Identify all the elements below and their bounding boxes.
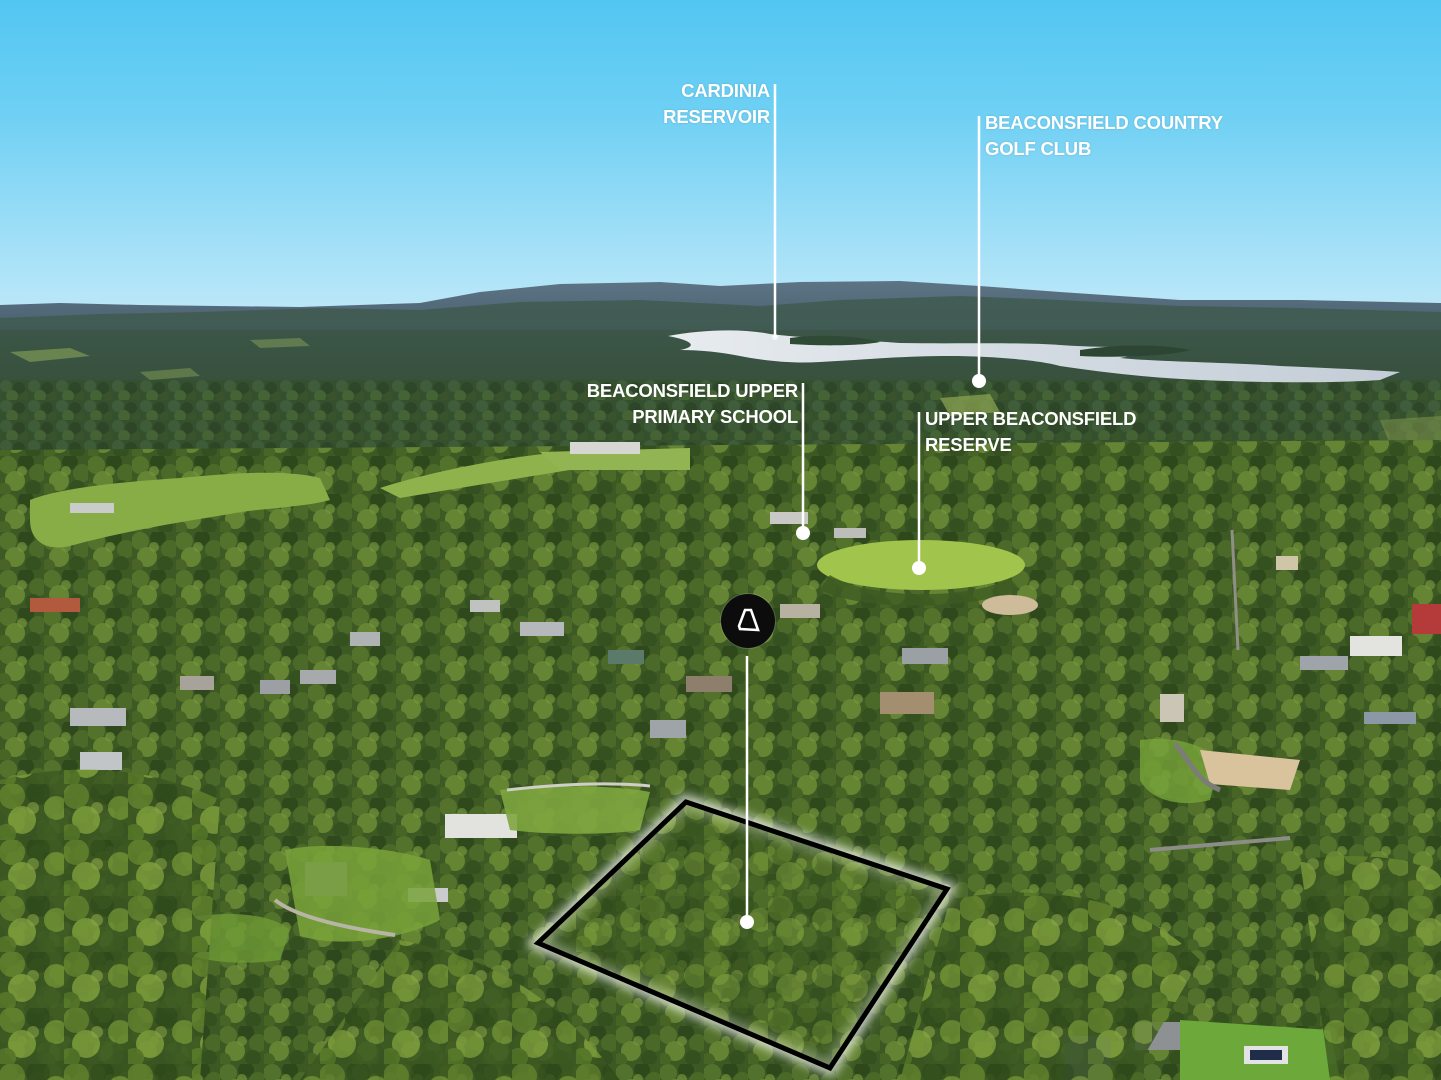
- leader-lines: [740, 84, 986, 929]
- label-cardinia-reservoir: CARDINIA RESERVOIR: [663, 80, 770, 127]
- property-logo-pin[interactable]: [721, 594, 775, 648]
- reserve-dot[interactable]: [912, 561, 926, 575]
- agency-a-logo-icon: [737, 608, 760, 632]
- label-reserve: UPPER BEACONSFIELD RESERVE: [925, 408, 1137, 455]
- label-golf-club: BEACONSFIELD COUNTRY GOLF CLUB: [985, 112, 1223, 159]
- paddock-left: [30, 472, 330, 548]
- primary-school-dot[interactable]: [796, 526, 810, 540]
- label-primary-school: BEACONSFIELD UPPER PRIMARY SCHOOL: [586, 380, 798, 427]
- golf-club-dot[interactable]: [972, 374, 986, 388]
- property-dot[interactable]: [740, 915, 754, 929]
- sky: [0, 0, 1441, 330]
- property-boundary[interactable]: [533, 799, 951, 1072]
